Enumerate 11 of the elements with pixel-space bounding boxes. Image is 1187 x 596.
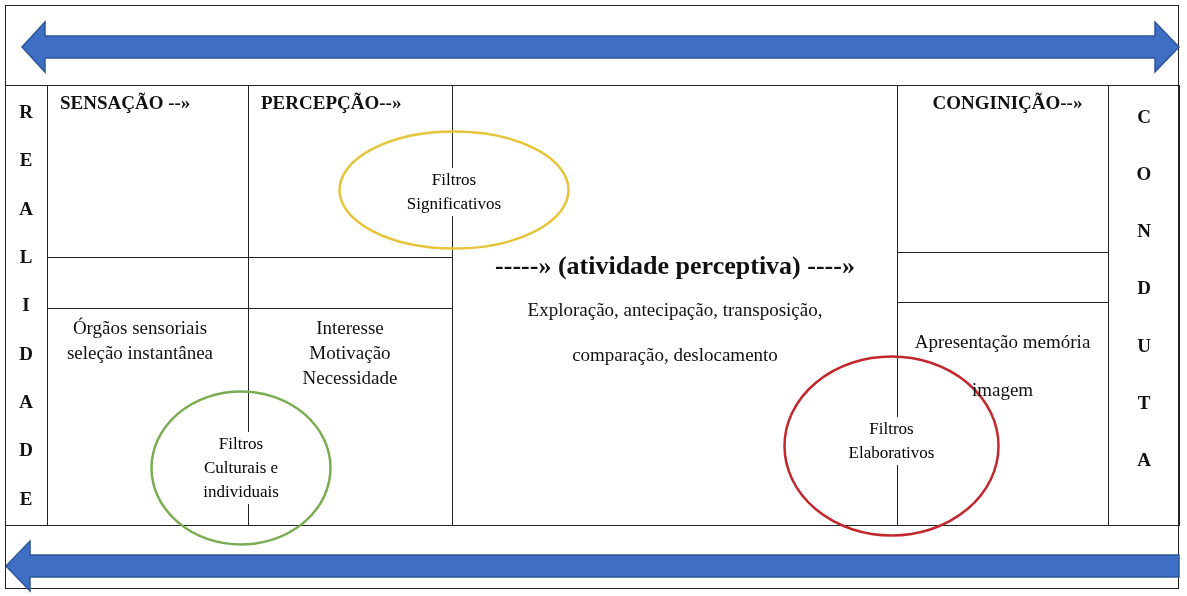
vertical-heading: REALIDADE bbox=[18, 100, 34, 511]
cell-text: Órgãos sensoriais seleção instantânea bbox=[65, 316, 215, 365]
cell-text: Interesse Motivação Necessidade bbox=[301, 316, 399, 390]
vertical-heading: CONDUTA bbox=[1135, 105, 1153, 472]
activity-heading: -----» (atividade perceptiva) ----» bbox=[494, 251, 856, 281]
column-heading: SENSAÇÃO --» bbox=[59, 92, 192, 114]
filter-ellipse bbox=[150, 390, 332, 546]
filter-ellipse bbox=[338, 130, 570, 250]
activity-description: Exploração, antecipação, transposição, comparação, deslocamento bbox=[526, 298, 824, 367]
column-heading: PERCEPÇÃO--» bbox=[260, 92, 403, 114]
column-heading: CONGINIÇÃO--» bbox=[931, 92, 1084, 114]
